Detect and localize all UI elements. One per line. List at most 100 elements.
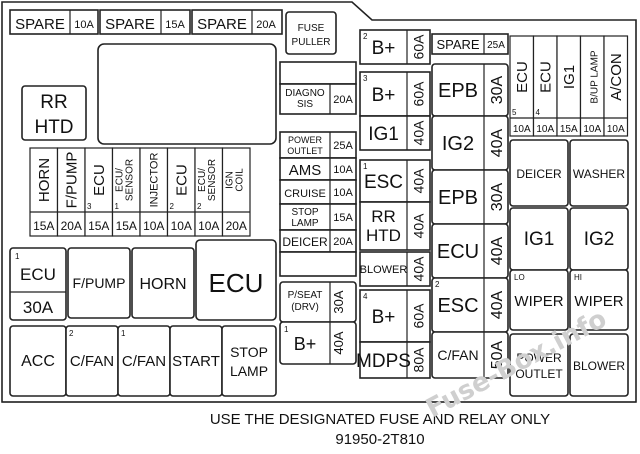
col-b-1-rating: 40A: [489, 128, 506, 157]
relay-start: START: [172, 353, 220, 370]
rsmall-4-box: [603, 35, 629, 137]
power-outlet-rating: 25A: [333, 140, 353, 152]
col-a-4-label-part-0: RR: [371, 207, 396, 226]
cruise-label: CRUISE: [284, 188, 326, 200]
stop-lamp-line1: STOP: [291, 207, 318, 218]
ecu-30a-rating: 30A: [23, 298, 54, 317]
col-a-3-rating: 40A: [411, 168, 427, 194]
vfuse-7-rating: 20A: [226, 219, 247, 233]
col-b-1-label: IG2: [442, 133, 474, 155]
col-a-0-rating: 60A: [411, 34, 427, 60]
right-relays: DEICER WASHER IG1 IG2 LO WIPER HI WIPER …: [509, 139, 629, 397]
vfuse-3-box: [111, 147, 141, 237]
pseat-line1: P/SEAT: [288, 290, 323, 301]
spare-label-1: SPARE: [15, 16, 65, 33]
vfuse-5-rating: 10A: [171, 219, 192, 233]
relay-horn: HORN: [139, 276, 186, 293]
col-a-4-box: [359, 201, 431, 251]
col-b-0-rating: 30A: [489, 75, 506, 104]
vfuse-0-rating: 15A: [33, 219, 54, 233]
fuse-puller: FUSE PULLER: [285, 11, 337, 55]
vfuse-3-rating: 15A: [116, 219, 137, 233]
vfuse-3-label-part-1: SENSOR: [124, 159, 135, 201]
power-outlet-line2: OUTLET: [287, 146, 323, 156]
vertical-fuse-row: HORN15AF/PUMP20A3ECU15A1ECU/SENSOR15AINJ…: [29, 147, 251, 237]
relay-blower: BLOWER: [573, 359, 625, 373]
spare-rating-2: 15A: [165, 19, 185, 31]
col-a-5-label: BLOWER: [360, 264, 408, 276]
vfuse-4-label: INJECTOR: [149, 153, 161, 208]
fuse-puller-line1: FUSE: [298, 23, 325, 34]
col-b-3-rating: 40A: [489, 236, 506, 265]
col-a-4-label-part-1: HTD: [366, 226, 401, 245]
ecu-30a-label: ECU: [20, 265, 56, 284]
relay-cfan-2-mark: 2: [69, 329, 74, 338]
vfuse-4-box: [139, 147, 169, 237]
vfuse-7-box: [221, 147, 251, 237]
relay-washer: WASHER: [573, 167, 626, 181]
col-b-5-box: [431, 331, 509, 379]
col-b-5-label: C/FAN: [437, 347, 478, 363]
relay-ig1: IG1: [524, 229, 555, 250]
col-a-0-label: B+: [372, 38, 396, 59]
spare-25a-rating: 25A: [487, 40, 505, 51]
vfuse-3-mark: 1: [115, 202, 120, 211]
vfuse-1-label: F/PUMP: [64, 152, 81, 209]
relay-stop-lamp-line2: LAMP: [230, 363, 268, 379]
vfuse-5-label: ECU: [174, 164, 191, 196]
pseat-line2: (DRV): [291, 302, 319, 313]
col-a-1-mark: 3: [363, 74, 368, 83]
col-a-0-box: [359, 29, 431, 65]
vfuse-2-label: ECU: [91, 164, 108, 196]
relay-cfan-1-mark: 1: [121, 329, 126, 338]
diagnosis-rating: 20A: [333, 94, 353, 106]
vfuse-1-box: [56, 147, 86, 237]
ams-label: AMS: [289, 162, 322, 179]
col-b-2-label: EPB: [438, 187, 478, 209]
cruise-rating: 10A: [333, 187, 353, 199]
col-a-3-label: ESC: [364, 172, 403, 193]
spare-label-2: SPARE: [105, 16, 155, 33]
bplus-small-mark: 1: [284, 325, 289, 334]
col-b-2-rating: 30A: [489, 182, 506, 211]
rsmall-1-label: ECU: [537, 61, 554, 93]
vfuse-4-rating: 10A: [143, 219, 164, 233]
mid-relays: F/PUMP HORN ECU: [67, 239, 277, 321]
relay-power-outlet-line2: OUTLET: [515, 367, 563, 381]
bottom-relays: ACC 2 C/FAN 1 C/FAN START STOP LAMP: [9, 325, 277, 397]
deicer-rating: 20A: [333, 236, 353, 248]
col-b-0-label: EPB: [438, 80, 478, 102]
col-b-4-mark: 2: [435, 280, 440, 289]
col-a-6-box: [359, 289, 431, 343]
vfuse-2-rating: 15A: [88, 219, 109, 233]
col-b-4-rating: 40A: [489, 290, 506, 319]
rsmall-4-rating: 10A: [607, 124, 625, 135]
relay-power-outlet-line1: POWER: [516, 351, 562, 365]
col-a-6-mark: 4: [363, 292, 368, 301]
diagnosis-line2: SIS: [297, 99, 313, 110]
rsmall-2-label: IG1: [561, 65, 578, 89]
rr-htd-line1: RR: [40, 92, 67, 113]
vfuse-2-mark: 3: [87, 202, 92, 211]
rsmall-2-rating: 15A: [560, 124, 578, 135]
col-a-6-rating: 60A: [411, 303, 427, 329]
rsmall-0-label: ECU: [514, 61, 531, 93]
relay-cfan-2: C/FAN: [70, 353, 114, 370]
rsmall-1-mark: 4: [536, 108, 541, 117]
col-a-4-rating: 40A: [411, 213, 427, 239]
relay-ig2: IG2: [584, 229, 615, 250]
fuse-column-b: SPARE 25A: [431, 33, 509, 55]
relay-rr-htd: RR HTD: [21, 85, 87, 141]
col-a-1-rating: 60A: [411, 81, 427, 107]
pseat-rating: 30A: [331, 290, 346, 313]
relay-wiper-lo-mark: LO: [514, 273, 525, 282]
vfuse-0-label: HORN: [36, 158, 53, 202]
col-a-5-rating: 40A: [411, 256, 427, 282]
col-a-0-mark: 2: [363, 32, 368, 41]
vfuse-1-rating: 20A: [61, 219, 82, 233]
col-a-7-box: [359, 341, 431, 379]
col-a-3-mark: 1: [363, 162, 368, 171]
